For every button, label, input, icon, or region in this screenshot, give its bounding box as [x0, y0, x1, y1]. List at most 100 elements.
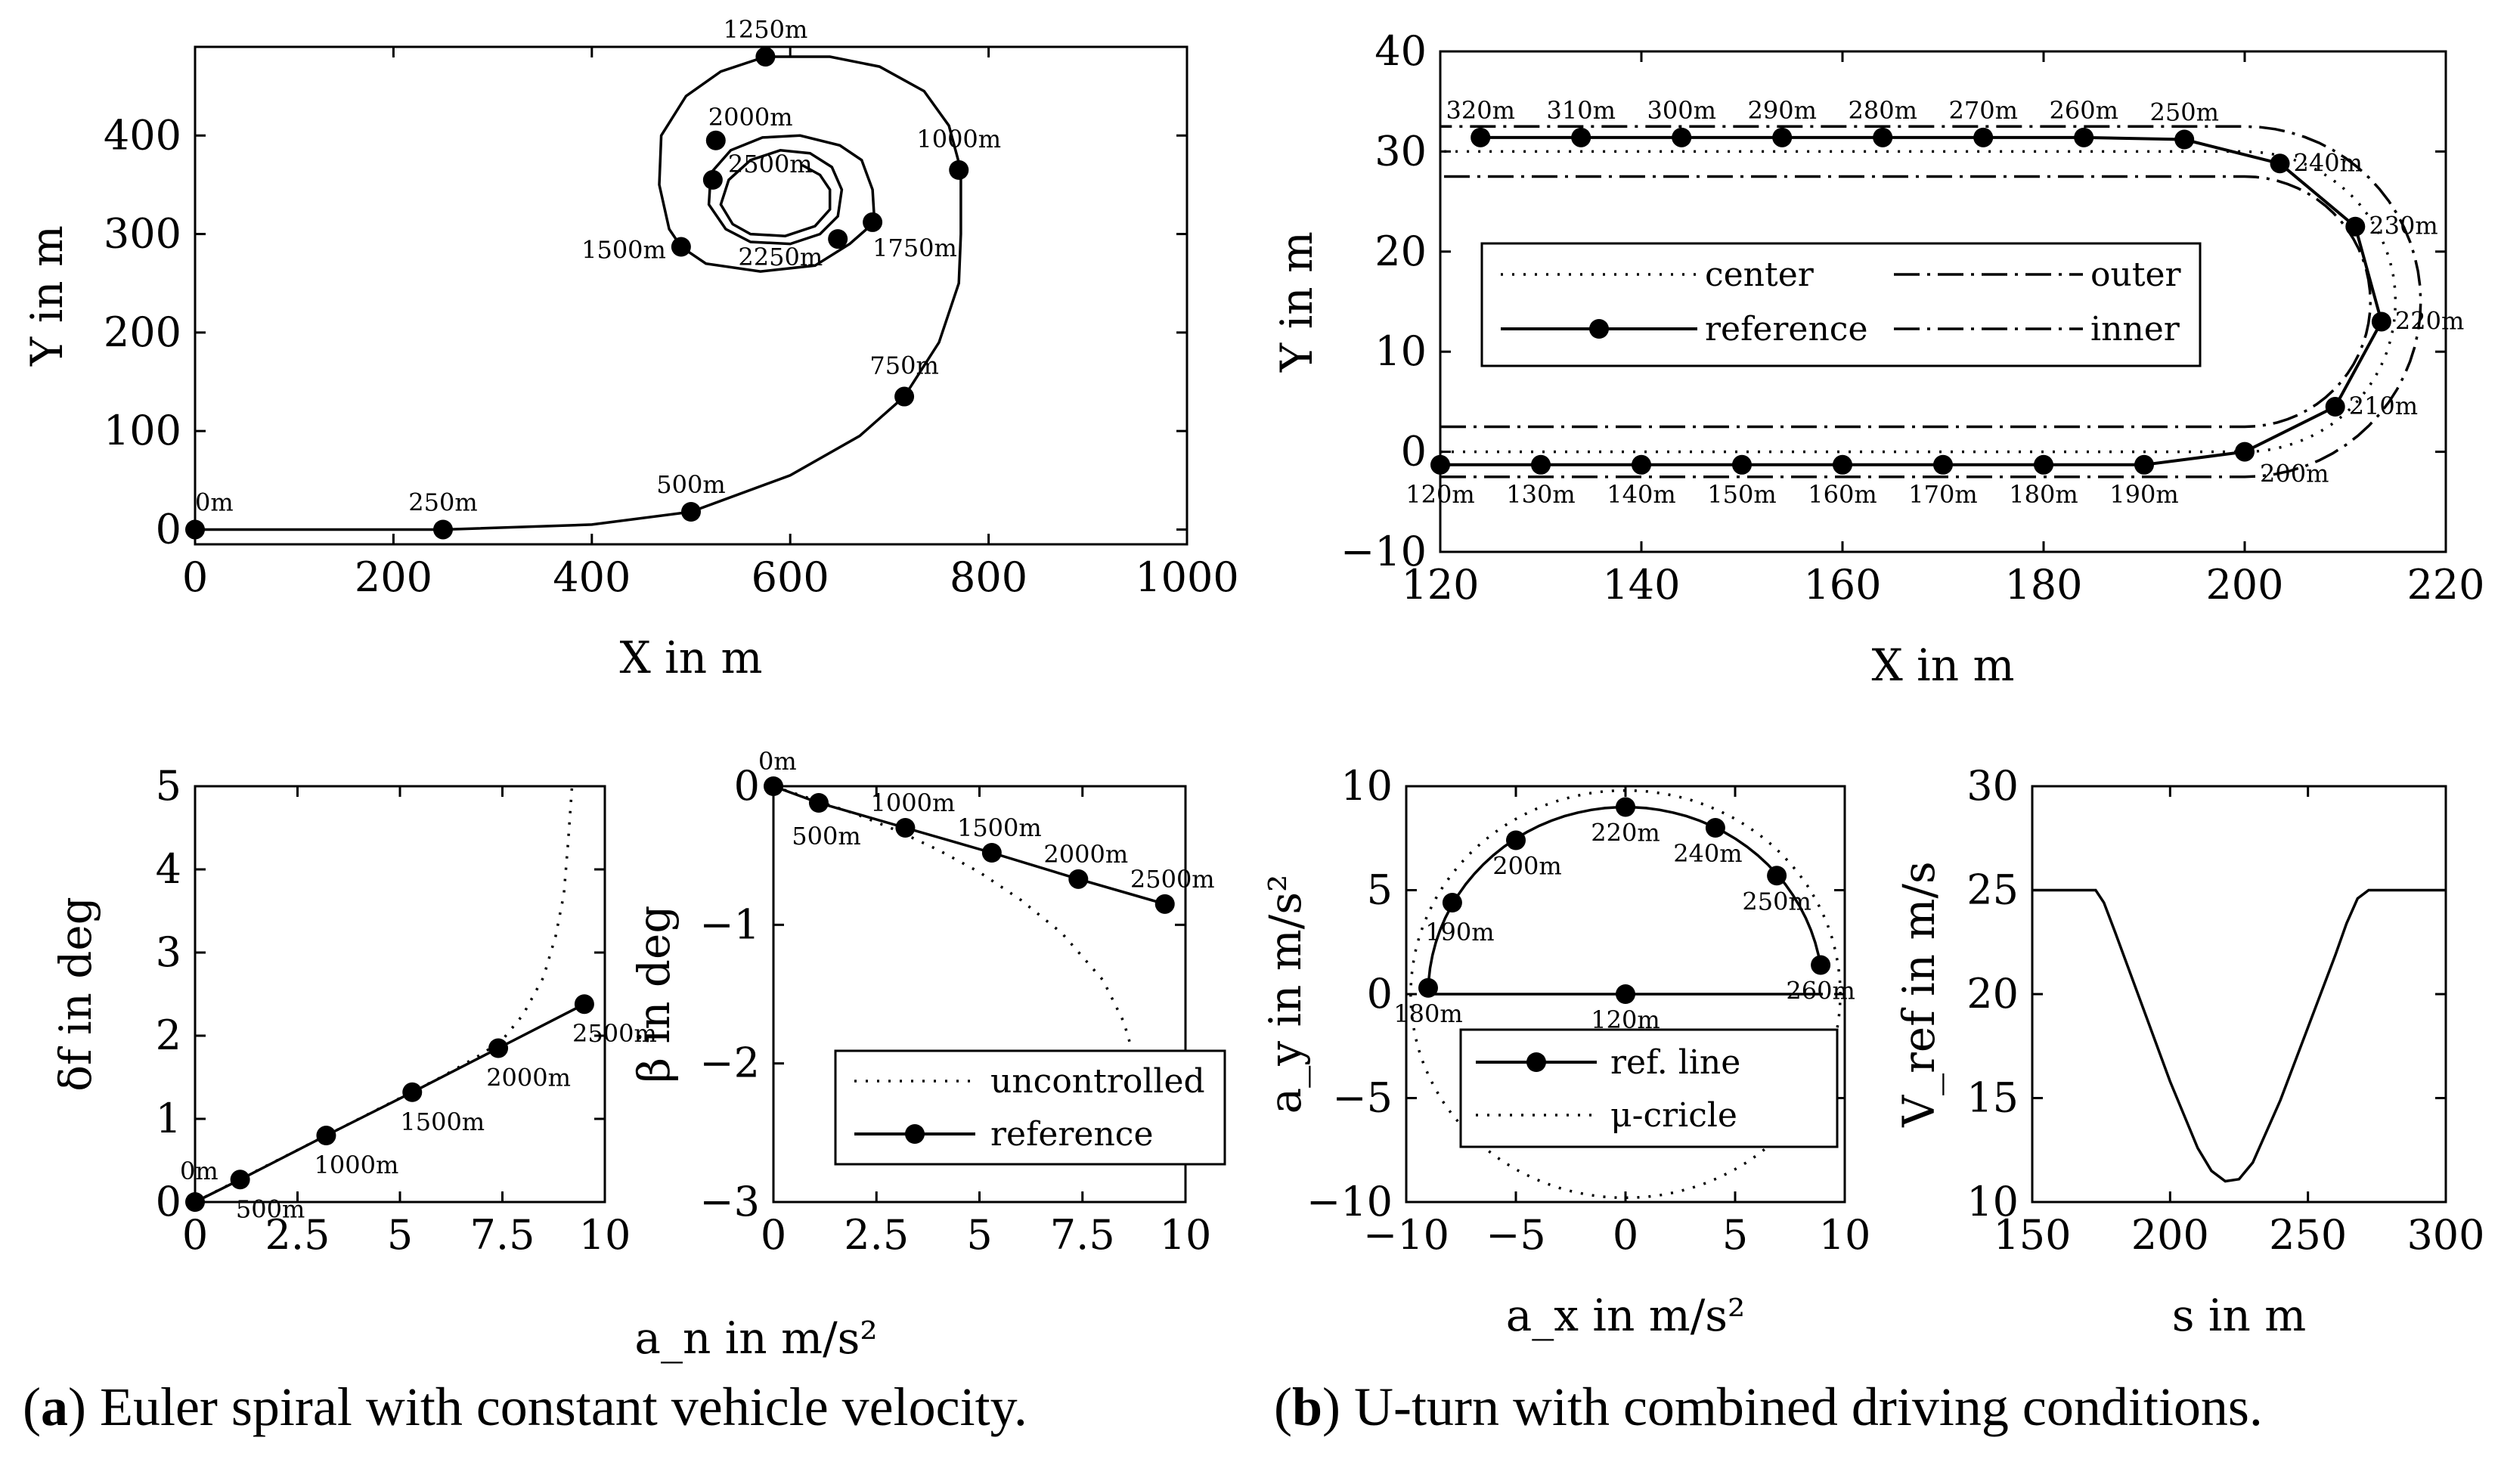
reference-marker — [808, 793, 829, 813]
spiral-marker — [828, 229, 848, 249]
reference-marker — [230, 1170, 250, 1190]
y-tick-label: −10 — [1306, 1178, 1393, 1225]
reference-marker-label: 1500m — [957, 813, 1042, 842]
spiral-path — [195, 55, 962, 531]
reference-marker — [2174, 129, 2195, 150]
legend-ref-dot — [1526, 1052, 1546, 1072]
spiral-marker — [185, 519, 205, 540]
reference-marker — [1471, 127, 1491, 147]
x-tick-label: 10 — [1160, 1211, 1212, 1259]
x-tick-label: 600 — [752, 553, 829, 601]
caption-b-text: U-turn with combined driving conditions. — [1354, 1377, 2263, 1437]
y-tick-label: 0 — [734, 762, 760, 810]
reference-marker-label: 2500m — [572, 1019, 657, 1048]
reference-marker-label: 240m — [2294, 148, 2363, 177]
reference-marker-label: 250m — [1742, 887, 1811, 915]
legend-mu-label: μ-cricle — [1610, 1096, 1737, 1135]
x-tick-label: 0 — [1613, 1211, 1638, 1259]
y-tick-label: 15 — [1966, 1074, 2019, 1122]
reference-marker-label: 2000m — [1043, 840, 1128, 869]
reference-marker-label: 190m — [2109, 480, 2178, 509]
reference-marker — [1833, 454, 1852, 475]
legend-box — [1480, 242, 2202, 367]
reference-marker — [2134, 454, 2154, 475]
y-tick-label: 1 — [156, 1095, 181, 1142]
spiral-marker-label: 2500m — [728, 150, 813, 178]
y-tick-label: 3 — [156, 928, 181, 976]
y-tick-label: 0 — [1367, 970, 1393, 1018]
x-tick-label: 5 — [387, 1211, 413, 1259]
caption-b: (b) U-turn with combined driving conditi… — [1274, 1377, 2263, 1437]
y-tick-label: 30 — [1966, 762, 2019, 810]
reference-marker-label: 200m — [1492, 852, 1561, 881]
reference-marker — [2270, 153, 2290, 174]
reference-marker-label: 280m — [1848, 96, 1917, 125]
reference-marker — [1616, 984, 1635, 1004]
reference-marker — [1506, 830, 1526, 850]
reference-marker-label: 240m — [1673, 839, 1742, 868]
reference-marker — [1811, 955, 1831, 975]
x-tick-label: 2.5 — [844, 1211, 909, 1259]
x-tick-label: 150 — [1993, 1211, 2071, 1259]
uncontrolled-line — [194, 785, 574, 1204]
reference-marker-label: 0m — [758, 747, 797, 776]
reference-marker-label: 190m — [1425, 918, 1494, 946]
y-tick-label: 20 — [1966, 970, 2019, 1018]
reference-marker — [1933, 454, 1953, 475]
reference-marker-label: 220m — [1591, 819, 1660, 847]
spiral-marker-label: 2250m — [738, 243, 823, 271]
reference-marker — [1154, 894, 1175, 914]
spiral-marker — [671, 237, 691, 257]
legend-inner-label: inner — [2090, 310, 2180, 349]
reference-marker — [2034, 454, 2053, 475]
reference-marker-label: 290m — [1747, 96, 1816, 125]
spiral-marker — [705, 130, 726, 150]
reference-marker-label: 200m — [2260, 460, 2329, 488]
y-tick-label: 2 — [156, 1012, 181, 1059]
spiral-marker-label: 250m — [408, 488, 477, 516]
y-tick-label: −3 — [699, 1178, 760, 1225]
reference-marker — [1973, 127, 1994, 147]
y-axis-title: β in deg — [628, 906, 680, 1083]
reference-marker — [1672, 127, 1692, 147]
spiral-marker — [949, 160, 969, 180]
reference-marker-label: 0m — [180, 1157, 218, 1185]
y-axis-title: Y in m — [21, 225, 73, 367]
velocity-line — [2032, 888, 2446, 1183]
spiral-marker — [755, 47, 776, 67]
legend-uncontrolled-label: uncontrolled — [990, 1062, 1205, 1101]
spiral-marker — [433, 519, 453, 540]
y-tick-label: 100 — [104, 407, 181, 454]
reference-marker — [2074, 127, 2094, 147]
reference-marker — [402, 1082, 423, 1102]
x-tick-label: 2.5 — [265, 1211, 330, 1259]
x-tick-label: 400 — [553, 553, 631, 601]
x-tick-label: 300 — [2406, 1211, 2484, 1259]
y-tick-label: 25 — [1966, 866, 2019, 914]
y-tick-label: −1 — [699, 900, 760, 948]
reference-marker — [2235, 441, 2255, 462]
x-tick-label: 200 — [2131, 1211, 2209, 1259]
x-tick-label: 0 — [182, 1211, 208, 1259]
reference-marker — [1068, 869, 1089, 889]
caption-a-text: Euler spiral with constant vehicle veloc… — [99, 1377, 1027, 1437]
reference-marker-label: 300m — [1647, 96, 1715, 125]
spiral-marker-label: 500m — [656, 470, 725, 499]
reference-marker-label: 1000m — [315, 1151, 399, 1179]
plot-frame — [1439, 50, 2447, 553]
x-tick-label: −5 — [1486, 1211, 1546, 1259]
legend-reference-label: reference — [1705, 310, 1868, 349]
x-tick-label: 120 — [1401, 561, 1479, 609]
reference-marker — [1732, 454, 1752, 475]
reference-marker — [1705, 818, 1725, 838]
y-axis-title: V_ref in m/s — [1893, 861, 1945, 1127]
reference-marker-label: 2000m — [486, 1064, 571, 1092]
reference-marker-label: 250m — [2149, 98, 2218, 127]
spiral-marker-label: 1500m — [581, 236, 666, 265]
reference-marker — [1442, 893, 1462, 912]
y-tick-label: 0 — [156, 505, 181, 553]
reference-marker-label: 320m — [1446, 96, 1514, 125]
reference-marker-label: 230m — [2369, 212, 2437, 240]
